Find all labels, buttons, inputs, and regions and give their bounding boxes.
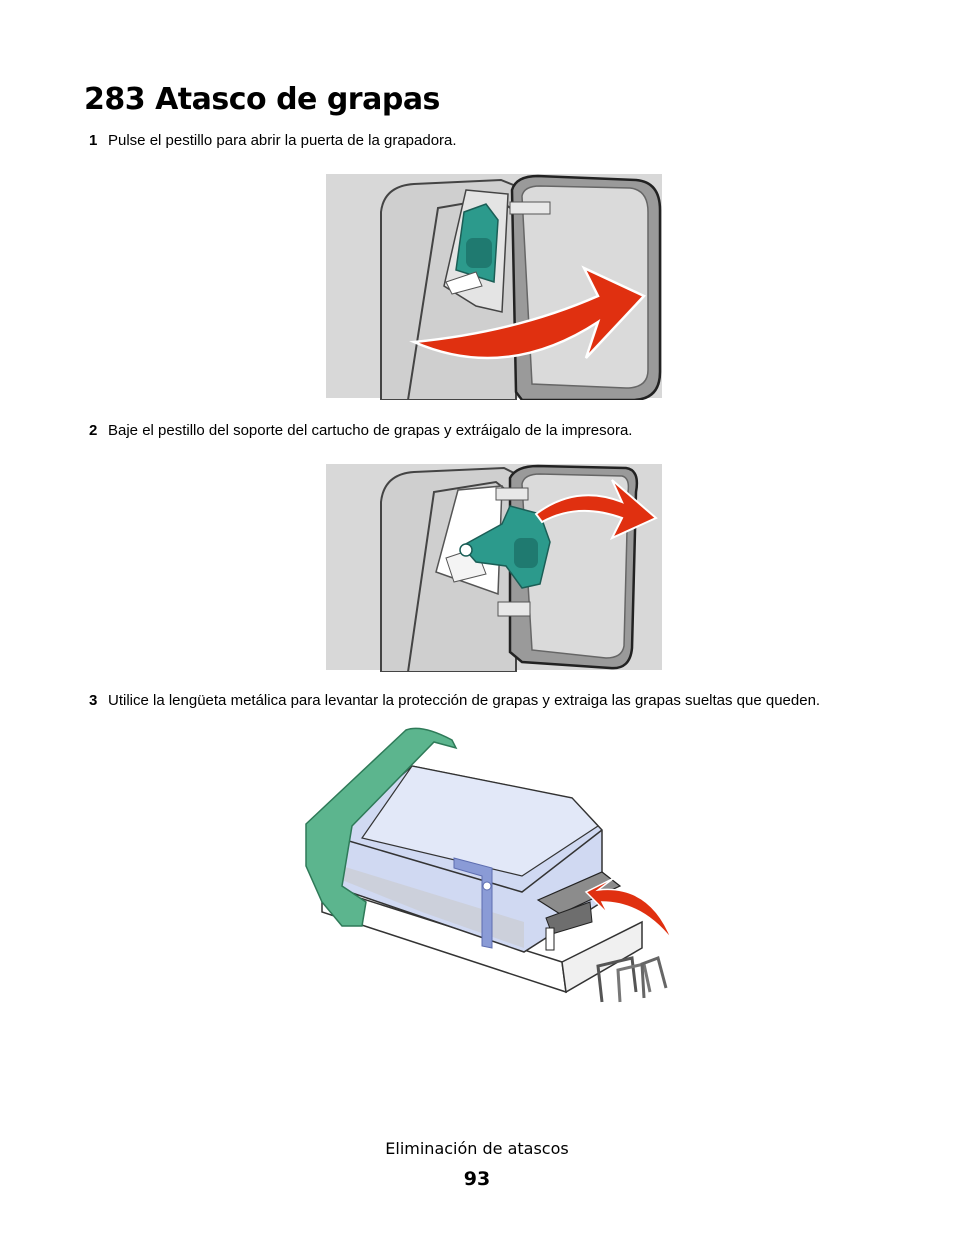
arrow-icon xyxy=(584,877,673,941)
step-number: 3 xyxy=(89,692,98,709)
step-text: Pulse el pestillo para abrir la puerta d… xyxy=(108,132,457,149)
step-number: 1 xyxy=(89,132,98,149)
step-1: 1 Pulse el pestillo para abrir la puerta … xyxy=(89,131,457,151)
arrow-icon xyxy=(534,479,658,541)
figure-lift-staple-guard xyxy=(305,727,673,1003)
step-3: 3 Utilice la lengüeta metálica para levan… xyxy=(89,691,820,711)
footer-section-name: Eliminación de atascos xyxy=(385,1139,569,1158)
figure-open-stapler-door xyxy=(326,174,662,400)
step-text: Utilice la lengüeta metálica para levant… xyxy=(108,692,821,709)
page-title: 283 Atasco de grapas xyxy=(84,82,440,117)
arrow-icon xyxy=(409,265,647,360)
figure-remove-staple-cartridge xyxy=(326,464,662,672)
step-2: 2 Baje el pestillo del soporte del cartuc… xyxy=(89,421,632,441)
step-text: Baje el pestillo del soporte del cartuch… xyxy=(108,422,633,439)
page-number: 93 xyxy=(463,1168,491,1190)
step-number: 2 xyxy=(89,422,98,439)
